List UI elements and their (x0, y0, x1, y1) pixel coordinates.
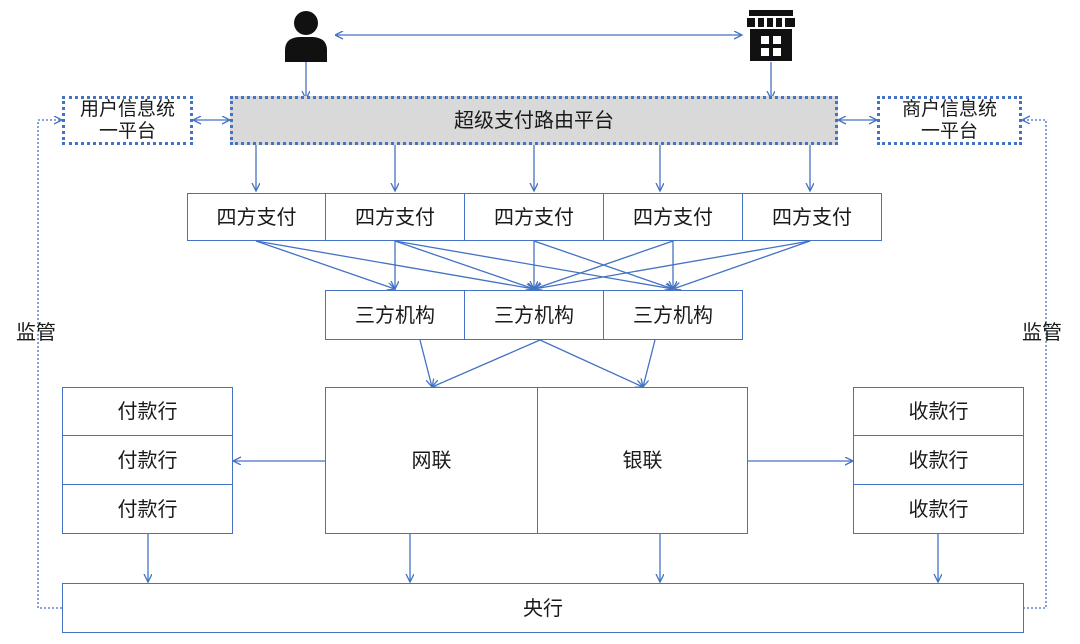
payee-bank-3: 收款行 (853, 484, 1024, 534)
payer-bank-2: 付款行 (62, 435, 233, 485)
person-icon (285, 11, 327, 62)
four-party-payment-2: 四方支付 (325, 193, 465, 241)
merchant-info-unified-platform: 商户信息统一平台 (877, 96, 1022, 145)
payer-bank-3: 付款行 (62, 484, 233, 534)
user-info-unified-platform: 用户信息统一平台 (62, 96, 193, 145)
super-payment-routing-platform: 超级支付路由平台 (230, 96, 838, 145)
netunion: 网联 (325, 387, 538, 534)
third-party-institution-3: 三方机构 (603, 290, 743, 340)
payee-bank-1: 收款行 (853, 387, 1024, 436)
unionpay: 银联 (537, 387, 748, 534)
third-party-institution-2: 三方机构 (464, 290, 604, 340)
four-party-payment-5: 四方支付 (742, 193, 882, 241)
four-party-payment-4: 四方支付 (603, 193, 743, 241)
store-icon (747, 10, 795, 61)
central-bank: 央行 (62, 583, 1024, 633)
supervision-label-left: 监管 (16, 320, 56, 344)
payee-bank-2: 收款行 (853, 435, 1024, 485)
four-party-payment-1: 四方支付 (187, 193, 326, 241)
third-party-institution-1: 三方机构 (325, 290, 465, 340)
payer-bank-1: 付款行 (62, 387, 233, 436)
four-party-payment-3: 四方支付 (464, 193, 604, 241)
supervision-label-right: 监管 (1022, 320, 1062, 344)
